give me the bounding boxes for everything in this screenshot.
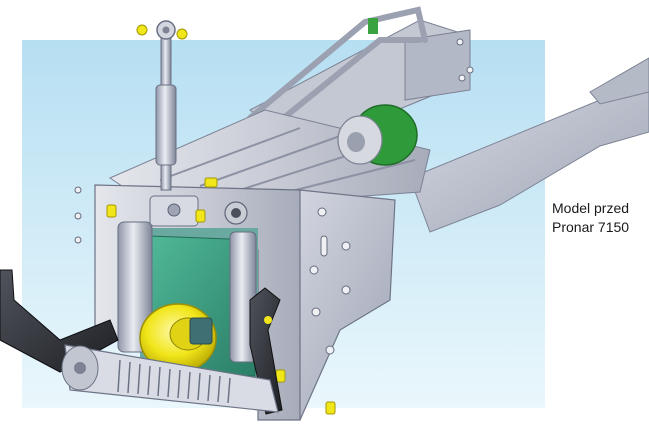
top-link-eye-hole [162, 26, 170, 34]
figure-caption: Model przed Pronar 7150 [552, 199, 649, 237]
valve-block [189, 317, 213, 345]
left-cylinder [117, 221, 153, 353]
left-lower-arm [0, 269, 119, 373]
upper-frame-plate [404, 29, 471, 101]
bumper-end-hole [74, 362, 86, 374]
green-clip [368, 18, 378, 34]
top-link-yellow-pins [136, 24, 188, 40]
side-plate-holes [309, 207, 351, 355]
round-port-inner [231, 208, 241, 218]
right-lower-arm [249, 287, 283, 415]
bumper-teeth [117, 359, 231, 404]
caption-line-1: Model przed [552, 200, 630, 216]
pulley-hub-center [347, 132, 365, 152]
top-guard-bar [247, 6, 428, 128]
arm-yellow-pin [264, 316, 272, 324]
bracket-pin [167, 203, 181, 217]
chassis-beam-top [589, 57, 649, 105]
top-link-sleeve [155, 84, 177, 166]
left-face-holes [74, 186, 82, 244]
caption-line-2: Pronar 7150 [552, 219, 630, 235]
upper-plate-bolts [456, 38, 474, 82]
